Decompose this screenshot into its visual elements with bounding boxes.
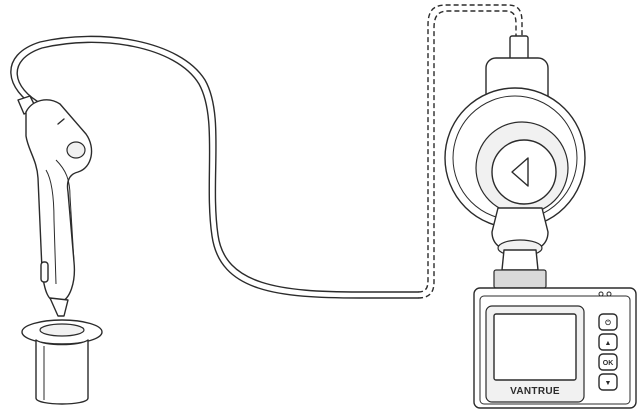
mount-slide-plate xyxy=(494,270,546,288)
charger-head xyxy=(26,100,92,302)
ok-label: OK xyxy=(603,360,614,367)
car-charger xyxy=(18,96,92,316)
power-icon: ⏻ xyxy=(605,319,611,327)
lighter-socket xyxy=(22,320,102,404)
dash-cam: VANTRUE ⏻ ▲ OK ▼ xyxy=(474,288,636,408)
charger-tip xyxy=(50,298,68,316)
socket-opening xyxy=(40,324,84,336)
windshield-mount xyxy=(445,36,585,288)
dashcam-brand-label: VANTRUE xyxy=(510,386,560,397)
down-icon: ▼ xyxy=(605,380,612,387)
charger-side-clip xyxy=(41,262,48,282)
dashcam-screen xyxy=(494,314,576,380)
mount-stem xyxy=(502,250,538,270)
cable-plug xyxy=(510,36,528,60)
up-icon: ▲ xyxy=(605,340,612,347)
mount-release-knob xyxy=(492,140,556,204)
charger-led-button xyxy=(67,142,85,158)
